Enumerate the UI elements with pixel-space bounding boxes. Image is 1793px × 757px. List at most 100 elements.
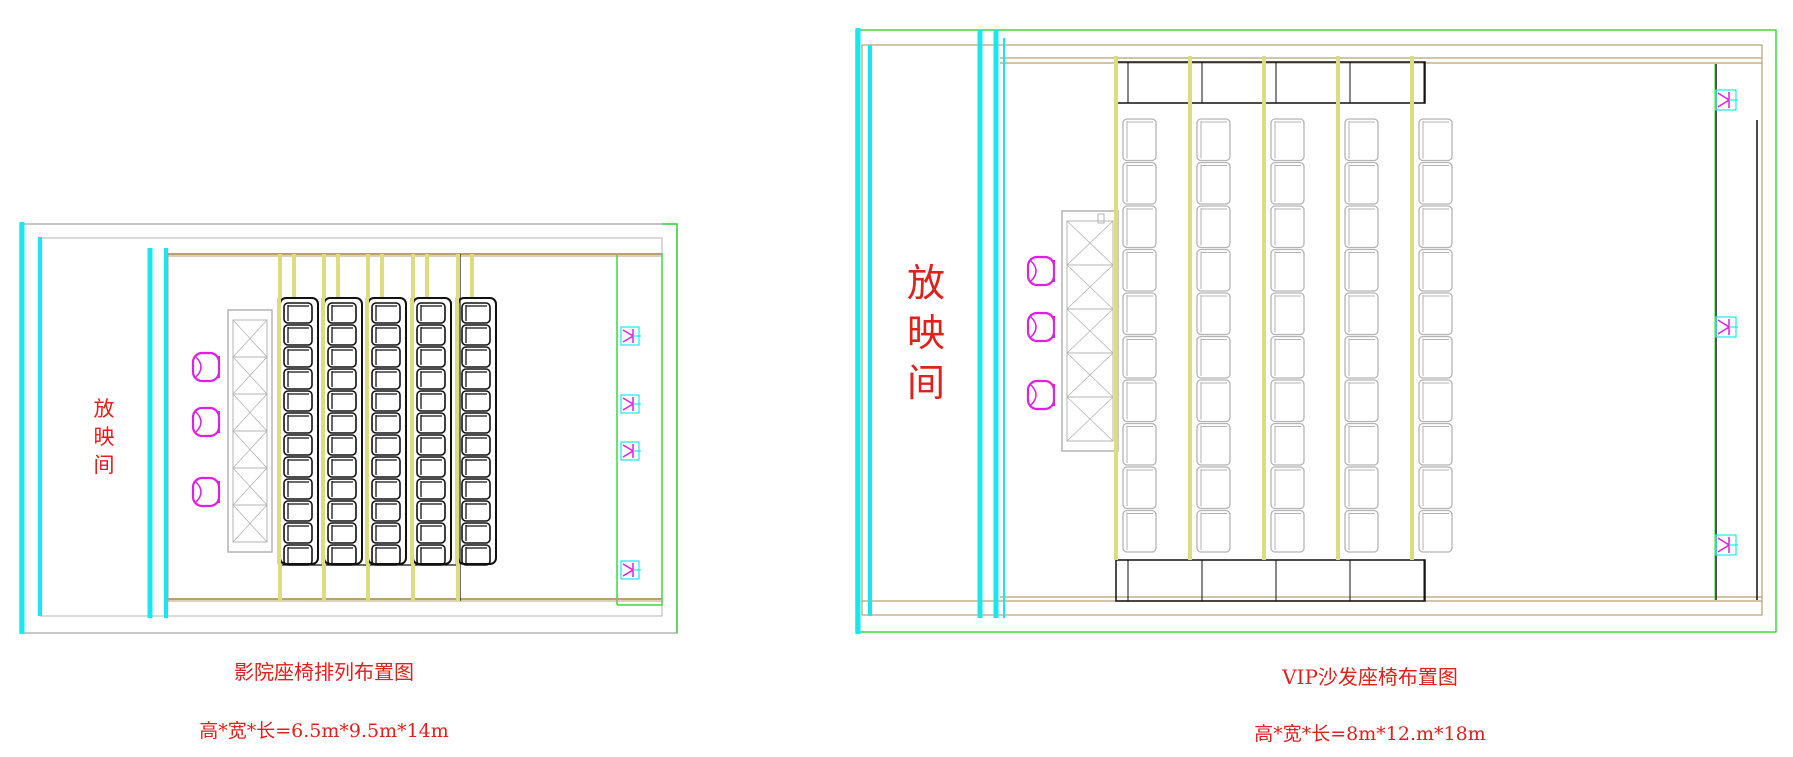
seat-outline	[327, 368, 357, 390]
seat-back	[465, 525, 487, 541]
seat	[327, 500, 357, 522]
seat-back	[287, 547, 309, 563]
seat-back	[465, 371, 487, 387]
seat-back	[420, 547, 442, 563]
aisle-post	[456, 254, 460, 298]
seat	[1196, 161, 1231, 205]
seat-back	[1274, 338, 1301, 376]
seat	[371, 544, 401, 566]
seat	[1122, 422, 1157, 466]
seat	[416, 500, 446, 522]
seat-back	[287, 393, 309, 409]
rack-cross	[232, 356, 268, 395]
aisle-strip	[1114, 56, 1118, 560]
seat	[283, 522, 313, 544]
seat-back	[375, 371, 397, 387]
seat	[283, 302, 313, 324]
seat-outline	[327, 522, 357, 544]
outer-wall	[19, 223, 678, 634]
seat-outline	[1270, 466, 1305, 510]
seat-back	[1274, 164, 1301, 202]
seat	[416, 456, 446, 478]
seat-back	[420, 371, 442, 387]
seat	[283, 324, 313, 346]
seat	[283, 478, 313, 500]
seat	[327, 456, 357, 478]
seat-back	[1422, 425, 1449, 463]
seat	[1270, 161, 1305, 205]
seat-outline	[1344, 335, 1379, 379]
seat	[461, 500, 491, 522]
seat-back	[1200, 469, 1227, 507]
seat	[1270, 466, 1305, 510]
seat	[416, 544, 446, 566]
aisle-post	[366, 254, 370, 298]
seat-outline	[1196, 422, 1231, 466]
seat-back	[1348, 164, 1375, 202]
seat-outline	[1196, 335, 1231, 379]
seat-back	[1274, 469, 1301, 507]
aisle-post	[278, 563, 282, 601]
projector-group	[1026, 255, 1056, 411]
seat-back	[420, 415, 442, 431]
seat-outline	[1122, 248, 1157, 292]
speaker-icon	[620, 560, 641, 580]
seat	[327, 522, 357, 544]
seat	[1418, 118, 1453, 162]
seat	[416, 324, 446, 346]
seat-back	[331, 415, 353, 431]
speaker-cone	[1717, 92, 1731, 108]
seat-outline	[1344, 161, 1379, 205]
seat	[416, 390, 446, 412]
aisle-strip	[1262, 56, 1266, 560]
seat-outline	[416, 434, 446, 456]
rack-cross	[232, 430, 268, 469]
seat	[327, 390, 357, 412]
seat-back	[287, 415, 309, 431]
seat-back	[375, 349, 397, 365]
speaker-icon	[620, 394, 641, 414]
seat-outline	[371, 302, 401, 324]
seat-outline	[416, 544, 446, 566]
seat-back	[465, 349, 487, 365]
seat-outline	[461, 456, 491, 478]
seat-back	[287, 437, 309, 453]
projector-group	[191, 351, 221, 508]
seat-outline	[1122, 292, 1157, 336]
seat-outline	[371, 390, 401, 412]
seat	[283, 390, 313, 412]
seat-outline	[416, 302, 446, 324]
seat	[371, 478, 401, 500]
seat	[1122, 161, 1157, 205]
seat-back	[287, 503, 309, 519]
seat-back	[420, 305, 442, 321]
seat-back	[287, 459, 309, 475]
seat-back	[1200, 338, 1227, 376]
rack-cross	[1066, 396, 1114, 442]
seat-back	[1348, 295, 1375, 333]
seat	[327, 368, 357, 390]
seat-outline	[371, 412, 401, 434]
seat-outline	[327, 544, 357, 566]
seat	[1418, 466, 1453, 510]
seat	[1418, 161, 1453, 205]
speaker-group	[1715, 89, 1738, 556]
seat-outline	[283, 390, 313, 412]
seat	[327, 346, 357, 368]
seat-outline	[416, 368, 446, 390]
seat-back	[1422, 512, 1449, 550]
seat-back	[331, 327, 353, 343]
seat	[1196, 335, 1231, 379]
rack-frame	[227, 309, 273, 553]
seat	[1344, 292, 1379, 336]
seat-outline	[461, 412, 491, 434]
seat-outline	[1196, 205, 1231, 249]
seat-back	[1126, 251, 1153, 289]
seat	[1196, 292, 1231, 336]
projector-icon	[1026, 255, 1056, 287]
projection-room-label-char: 放	[907, 261, 945, 305]
rack-cross	[1066, 220, 1114, 266]
projector-lens	[195, 356, 202, 378]
seat-back	[331, 525, 353, 541]
seat	[1196, 422, 1231, 466]
